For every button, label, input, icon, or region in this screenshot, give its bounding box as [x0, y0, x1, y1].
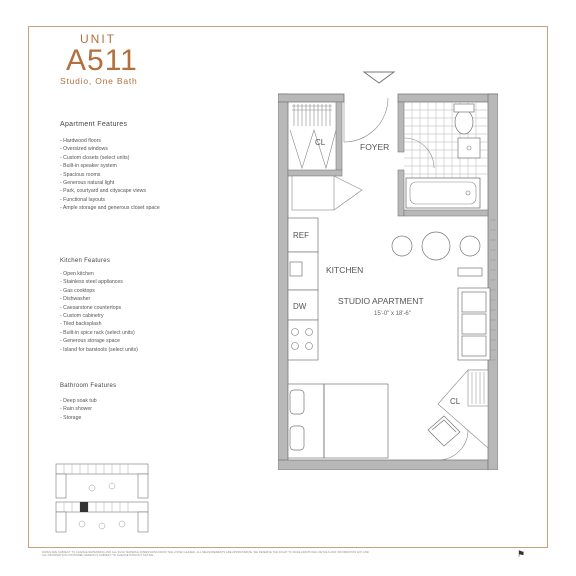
dishwasher-label: DW — [293, 302, 307, 311]
equal-housing-opportunity-icon: ⚑ — [517, 549, 526, 559]
list-item: Deep soak tub — [60, 397, 96, 405]
kitchen-counter — [287, 217, 319, 361]
list-item: Built-in spice rack (select units) — [60, 329, 138, 337]
list-item: Caesarstone countertops — [60, 304, 138, 312]
cooktop-icon — [291, 328, 313, 350]
entry-door — [343, 97, 389, 143]
kitchen-features-list: Open kitchen Stainless steel appliances … — [60, 270, 138, 354]
list-item: Open kitchen — [60, 270, 138, 278]
interior-walls — [287, 101, 489, 217]
legal-disclaimer: DATES ARE SUBJECT TO CHANGE DEPENDING AN… — [42, 551, 369, 558]
bottom-closet-rods — [471, 372, 485, 404]
closet-door-swing — [437, 429, 469, 461]
list-item: Custom closets (select units) — [60, 154, 160, 162]
list-item: Tiled backsplash — [60, 320, 138, 328]
apartment-features-list: Hardwood floors Oversized windows Custom… — [60, 137, 160, 213]
unit-subtitle: Studio, One Bath — [60, 76, 138, 86]
list-item: Hardwood floors — [60, 137, 160, 145]
list-item: Stainless steel appliances — [60, 278, 138, 286]
closet-label-top: CL — [315, 138, 326, 147]
list-item: Oversized windows — [60, 145, 160, 153]
unit-label: UNIT — [80, 32, 116, 46]
unit-number: A511 — [66, 44, 138, 77]
page-border — [28, 26, 548, 548]
floor-plan: CL FOYER — [278, 71, 498, 470]
studio-label: STUDIO APARTMENT — [338, 296, 424, 306]
foyer-label: FOYER — [360, 142, 389, 152]
coat-closet — [291, 175, 363, 211]
list-item: Dishwasher — [60, 295, 138, 303]
kitchen-label: KITCHEN — [326, 265, 363, 275]
bed-icon — [287, 383, 389, 459]
armchair-icon — [427, 415, 461, 447]
list-item: Generous storage space — [60, 337, 138, 345]
refrigerator-label: REF — [293, 231, 309, 240]
list-item: Park, courtyard and cityscape views — [60, 187, 160, 195]
apartment-features-title: Apartment Features — [60, 121, 128, 128]
list-item: Storage — [60, 414, 97, 422]
sofa-icon — [457, 267, 491, 361]
list-item: Spacious rooms — [60, 171, 160, 179]
bathroom-sink-icon — [457, 137, 481, 159]
top-closet — [289, 104, 337, 170]
kitchen-features-title: Kitchen Features — [60, 258, 111, 264]
list-item: Rain shower — [60, 405, 97, 413]
list-item: Generous natural light — [60, 179, 160, 187]
bathroom-features-title: Bathroom Features — [60, 383, 117, 389]
toilet-tank — [453, 103, 475, 113]
list-item: Island for barstools (select units) — [60, 346, 138, 354]
bathroom — [403, 102, 488, 209]
list-item: Ample storage and generous closet space — [60, 204, 160, 212]
list-item: Custom cabinetry — [60, 312, 138, 320]
unit-location-marker — [80, 502, 88, 512]
entry-arrow-icon — [362, 71, 396, 84]
key-plan — [55, 463, 149, 533]
list-item: Gas cooktops — [60, 287, 138, 295]
toilet-icon — [454, 109, 474, 135]
list-item: Built-in speaker system — [60, 162, 160, 170]
bathroom-features-list: Deep soak tub Rain shower Storage — [60, 397, 97, 422]
window-hatching — [490, 219, 496, 361]
bathroom-door — [403, 137, 435, 169]
closet-label-bottom: CL — [450, 397, 461, 406]
list-item: Functional layouts — [60, 196, 160, 204]
bottom-closet — [437, 369, 489, 449]
studio-dimensions: 15'-0" x 18'-6" — [374, 311, 411, 317]
dining-table-icon — [391, 231, 481, 261]
